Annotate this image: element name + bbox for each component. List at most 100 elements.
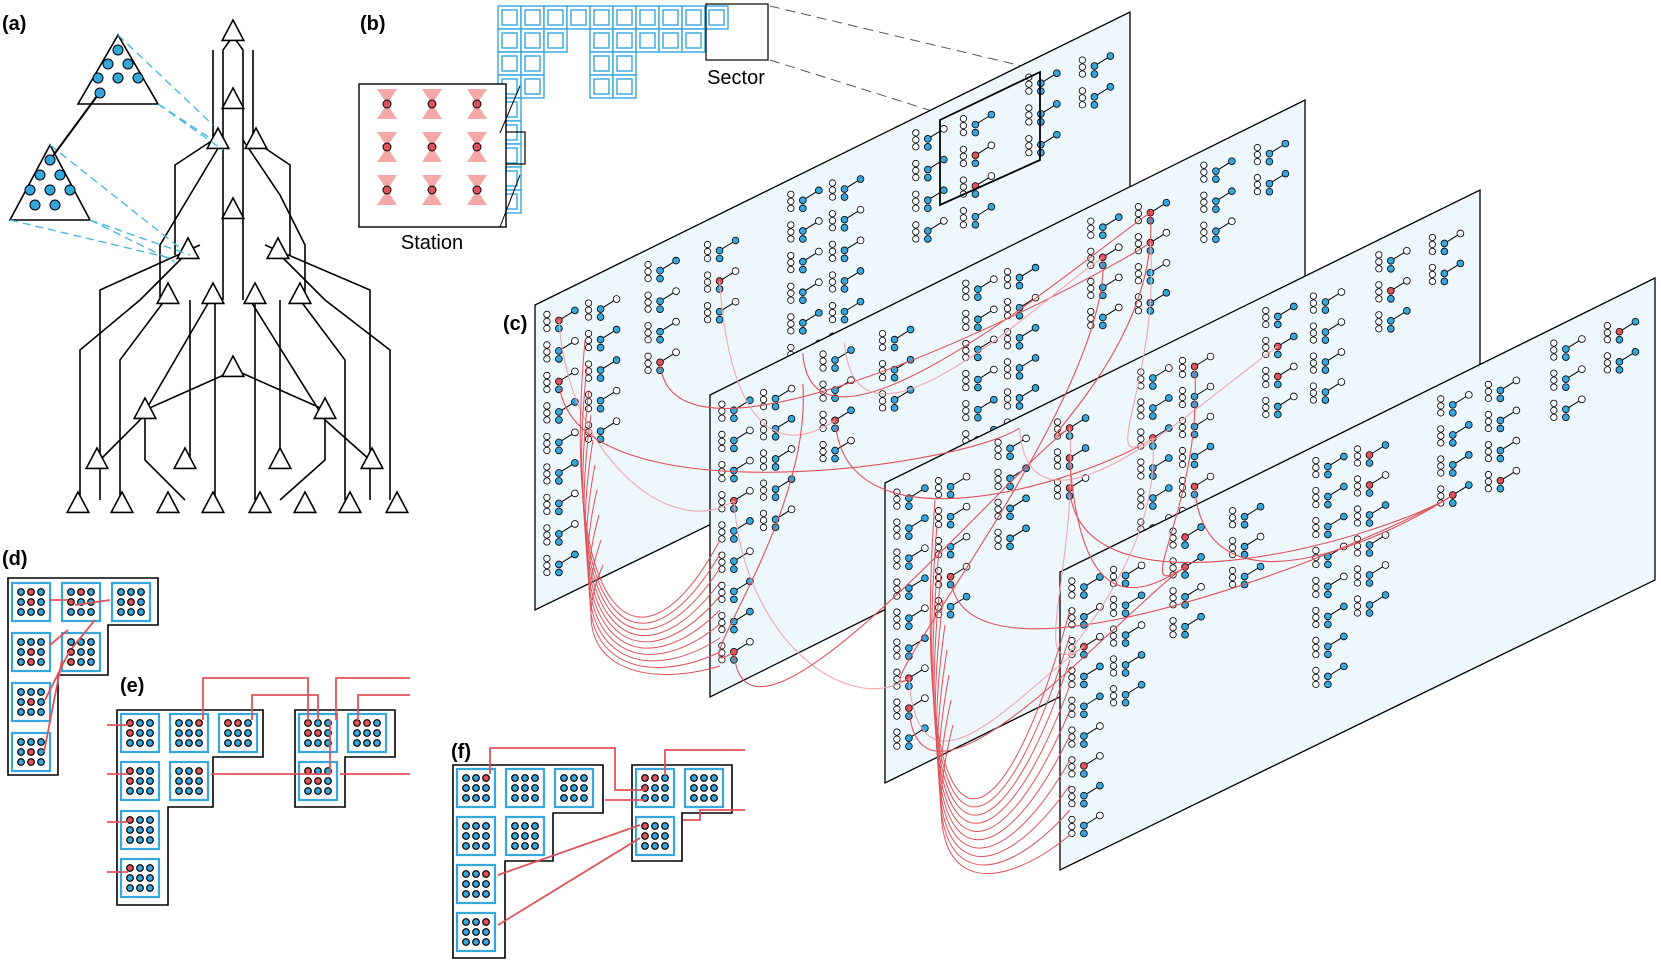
circle-icon [571,489,579,498]
circle-icon [962,316,970,324]
circle-icon [828,285,837,293]
circle-icon [1121,698,1130,707]
circle-icon [1080,613,1088,621]
circle-icon [185,777,193,785]
circle-icon [1109,602,1118,610]
triangle-icon [220,196,246,220]
track-curve [929,499,1071,800]
circle-icon [1312,470,1320,479]
circle-icon [373,729,381,737]
circle-icon [87,638,95,646]
circle-icon [146,739,154,747]
circle-icon [959,152,968,160]
circle-icon [1381,501,1390,509]
circle-icon [1387,317,1395,325]
circle-icon [49,199,61,211]
circle-icon [718,535,726,543]
circle-icon [946,580,955,589]
circle-icon [974,315,982,324]
circle-icon [1603,366,1612,374]
circle-icon [1312,583,1320,592]
circle-icon [1353,579,1362,587]
circle-icon [580,794,588,802]
circle-icon [1078,94,1087,102]
circle-icon [1228,514,1237,522]
circle-icon [912,159,920,168]
circle-icon [136,816,144,824]
circle-icon [1053,418,1062,426]
circle-icon [661,794,669,802]
circle-icon [34,169,46,181]
circle-icon [472,142,482,152]
circle-icon [831,356,839,364]
circle-icon [511,832,519,840]
circle-icon [1403,307,1411,315]
circle-icon [912,190,920,198]
circle-icon [1337,318,1346,326]
circle-icon [136,719,144,727]
circle-icon [759,493,768,501]
circle-icon [1340,572,1348,581]
circle-icon [893,622,901,630]
circle-icon [126,816,134,824]
circle-icon [1312,546,1320,555]
circle-icon [828,179,837,187]
circle-icon [962,400,970,408]
circle-icon [661,832,669,840]
circle-icon [17,658,25,666]
circle-icon [472,822,480,830]
triangle-icon [247,490,273,514]
circle-icon [905,502,913,510]
circle-icon [644,291,652,299]
circle-icon [799,327,807,335]
circle-icon [37,588,45,596]
circle-icon [1253,158,1262,166]
circle-icon [543,561,551,570]
circle-icon [137,588,145,596]
circle-icon [521,794,529,802]
circle-icon [962,414,970,422]
circle-icon [787,197,795,205]
circle-icon [482,928,490,936]
circle-icon [1109,609,1118,617]
circle-icon [1053,448,1062,456]
circle-icon [893,578,901,586]
circle-icon [1365,481,1374,489]
circle-icon [962,592,971,601]
triangle-icon [220,86,246,110]
circle-icon [543,470,551,478]
circle-icon [1109,655,1118,663]
circle-icon [1181,533,1189,541]
circle-icon [759,463,768,471]
circle-icon [363,729,371,737]
circle-icon [923,235,932,243]
circle-icon [27,648,35,656]
circle-icon [856,297,865,306]
circle-icon [1365,609,1374,617]
circle-icon [1068,786,1076,794]
circle-icon [912,204,920,212]
panel-d-sector [7,577,159,776]
circle-icon [819,454,827,463]
circle-icon [905,644,913,652]
circle-icon [1321,298,1330,306]
circle-icon [1137,495,1145,503]
circle-icon [555,507,563,516]
circle-icon [555,538,563,546]
bowtie-icon [377,89,397,104]
circle-icon [1099,291,1107,300]
triangle-icon [312,396,338,420]
circle-icon [482,842,490,850]
circle-icon [1080,740,1088,748]
circle-icon [1106,83,1115,91]
circle-icon [1309,299,1318,307]
circle-icon [1149,382,1157,390]
circle-icon [472,938,480,946]
circle-icon [787,505,796,514]
circle-icon [1440,277,1449,286]
circle-icon [974,375,982,384]
circle-icon [718,528,726,536]
circle-icon [934,507,943,515]
bowtie-icon [377,190,397,205]
circle-icon [531,832,539,840]
